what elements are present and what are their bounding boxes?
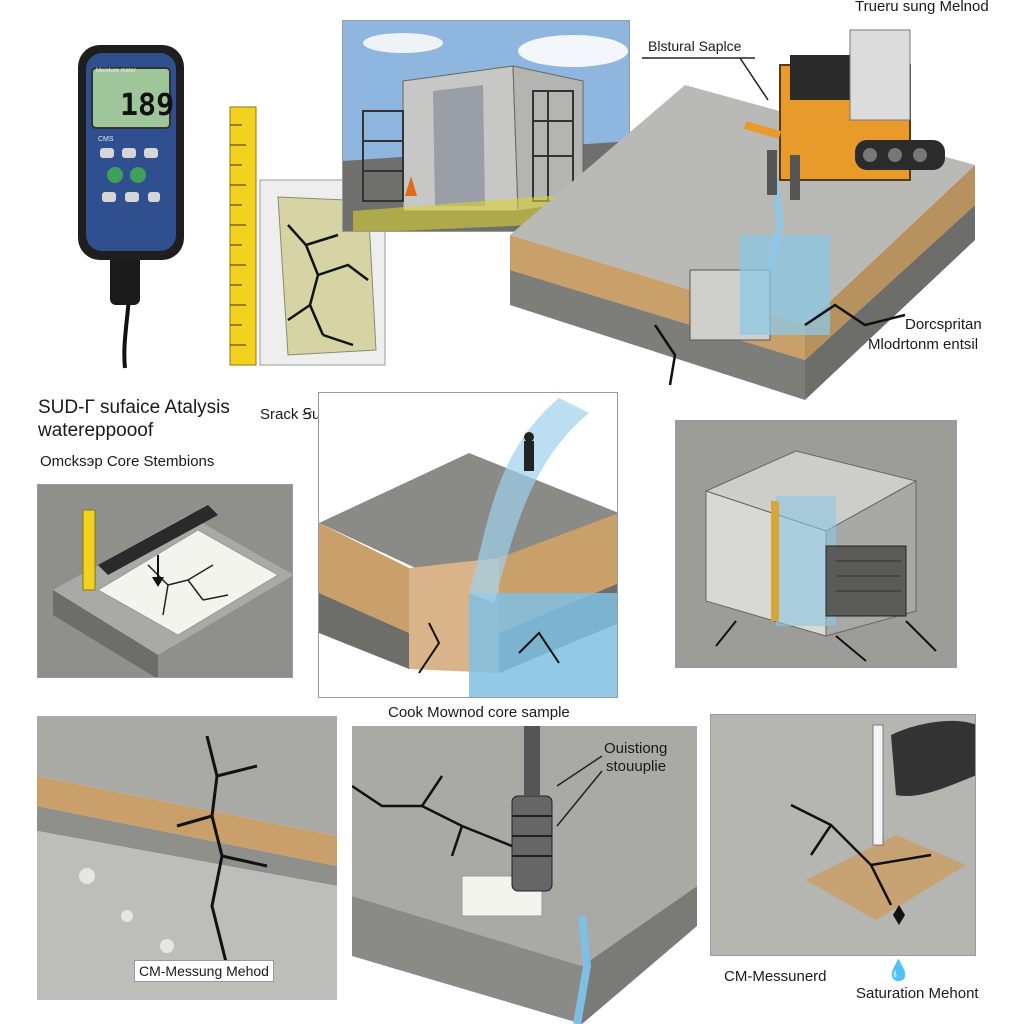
structural-sample-leader bbox=[642, 57, 769, 101]
chamber-panel bbox=[675, 420, 957, 668]
meter-sub-label: CMS bbox=[98, 136, 114, 143]
crack-layers-panel bbox=[37, 716, 337, 1000]
meter-reading: 189 bbox=[120, 88, 175, 123]
label-dcespsrtan: Dorcspritan bbox=[905, 316, 982, 333]
surface-analysis-panel bbox=[37, 484, 293, 678]
label-top-right-title: Truеru sung Melnod bbox=[855, 0, 989, 15]
meter-header: Moisture meter bbox=[96, 68, 137, 74]
label-saturation: Saturation Mehont bbox=[856, 985, 979, 1002]
label-surface-title-line1: SUD-Г sufaice Atalysis bbox=[38, 397, 230, 418]
label-quisting-line1: Ouistiong bbox=[604, 740, 668, 757]
water-flow-panel bbox=[318, 392, 618, 698]
label-moisture-detail: Mlodrtonm entsil bbox=[868, 336, 979, 353]
label-surface-title-line2: watereppooof bbox=[38, 420, 154, 441]
moisture-meter: Moisture meter 189 CMS bbox=[70, 40, 190, 370]
label-cook-core: Cook Mownod core sample bbox=[388, 704, 570, 721]
label-structural-sample: Blstural Saplcе bbox=[648, 38, 742, 54]
label-cm-method-left: CM-Messung Mehod bbox=[134, 960, 274, 982]
water-drop-icon: 💧 bbox=[886, 960, 911, 982]
drill-core-panel bbox=[352, 726, 697, 1024]
label-quisting-line2: stouuplie bbox=[606, 758, 667, 775]
drilling-cross-section bbox=[505, 25, 975, 400]
label-core-stemblons: Omcksэp Core Stembions bbox=[40, 453, 215, 470]
building-construction-panel bbox=[342, 20, 630, 232]
saturation-panel bbox=[710, 714, 976, 956]
label-cm-measured: CM-Messunerd bbox=[724, 968, 827, 985]
